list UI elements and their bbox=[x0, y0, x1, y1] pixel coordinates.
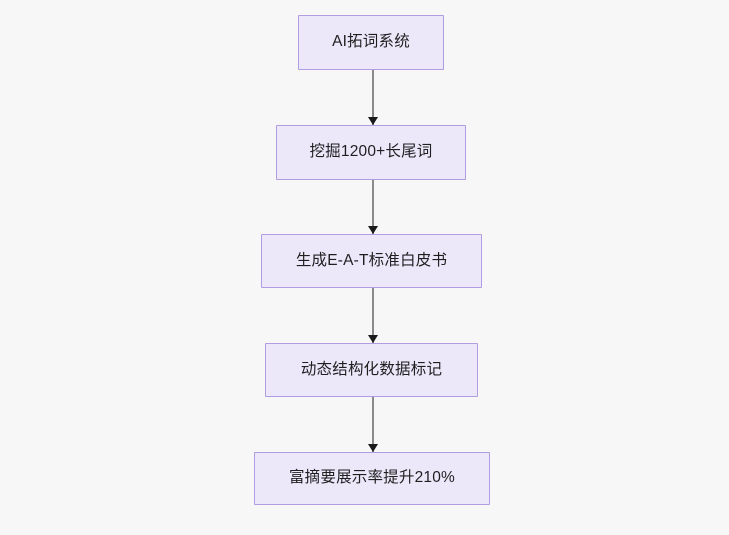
flow-node-generate-eat-whitepaper[interactable]: 生成E-A-T标准白皮书 bbox=[261, 234, 482, 288]
connector-line bbox=[372, 397, 374, 452]
flow-node-dynamic-structured-data-markup[interactable]: 动态结构化数据标记 bbox=[265, 343, 478, 397]
connector-n2-n3 bbox=[368, 180, 378, 234]
flow-node-label: 动态结构化数据标记 bbox=[300, 360, 443, 378]
flow-node-label: 挖掘1200+长尾词 bbox=[309, 143, 433, 161]
flow-node-label: 富摘要展示率提升210% bbox=[288, 469, 456, 487]
flow-node-mine-longtail-keywords[interactable]: 挖掘1200+长尾词 bbox=[276, 125, 466, 180]
flow-node-ai-keyword-system[interactable]: AI拓词系统 bbox=[298, 15, 444, 70]
arrowhead-icon bbox=[368, 335, 378, 343]
arrowhead-icon bbox=[368, 117, 378, 125]
connector-line bbox=[372, 180, 374, 234]
arrowhead-icon bbox=[368, 226, 378, 234]
flow-node-rich-snippet-impression-lift[interactable]: 富摘要展示率提升210% bbox=[254, 452, 490, 505]
connector-line bbox=[372, 70, 374, 125]
connector-n3-n4 bbox=[368, 288, 378, 343]
arrowhead-icon bbox=[368, 444, 378, 452]
flow-node-label: AI拓词系统 bbox=[332, 33, 410, 51]
connector-n1-n2 bbox=[368, 70, 378, 125]
connector-n4-n5 bbox=[368, 397, 378, 452]
connector-line bbox=[372, 288, 374, 343]
flow-node-label: 生成E-A-T标准白皮书 bbox=[295, 251, 448, 269]
